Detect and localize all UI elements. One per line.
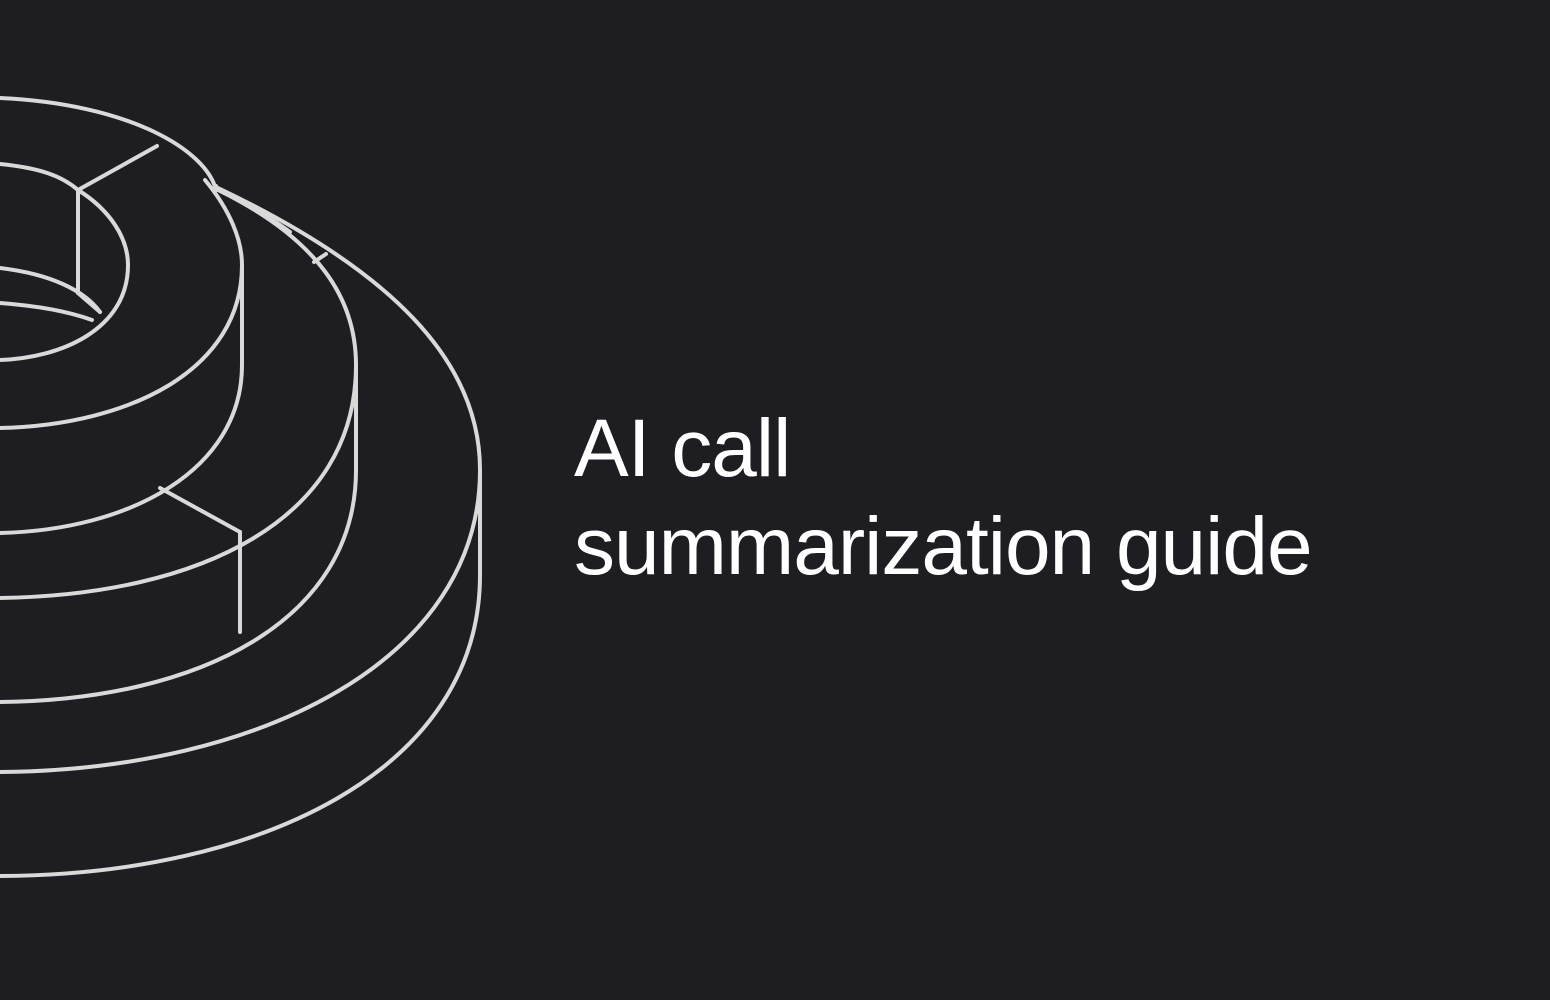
third-ring-front-arc [0, 363, 358, 600]
inner-hole-bottom-arc [0, 301, 94, 322]
second-ring-side-arc [203, 178, 244, 267]
third-ring-bottom-arc [0, 468, 358, 704]
second-ring-front-arc [0, 263, 244, 430]
inner-ring-front-arc [0, 263, 130, 362]
outer-ring-bottom-arc [0, 573, 482, 878]
outer-ring-front-arc [0, 468, 482, 774]
second-ring-outer-arc [0, 96, 218, 192]
ring-seam-notch [312, 252, 328, 264]
outer-ring-top-arc [216, 186, 482, 472]
title-line-1: AI call [574, 403, 791, 494]
ring-seam-top [218, 188, 292, 234]
title-line-2: summarization guide [574, 501, 1313, 592]
inner-ring-side-arc [76, 188, 130, 267]
segment-divider-top [76, 144, 159, 192]
third-ring-top-arc [216, 188, 358, 367]
page-title: AI call summarization guide [574, 400, 1313, 596]
segment-divider-bottom [158, 486, 242, 534]
second-ring-bottom-arc [0, 363, 244, 535]
inner-hole-wall [76, 291, 102, 314]
inner-ring-top-arc [0, 162, 80, 192]
